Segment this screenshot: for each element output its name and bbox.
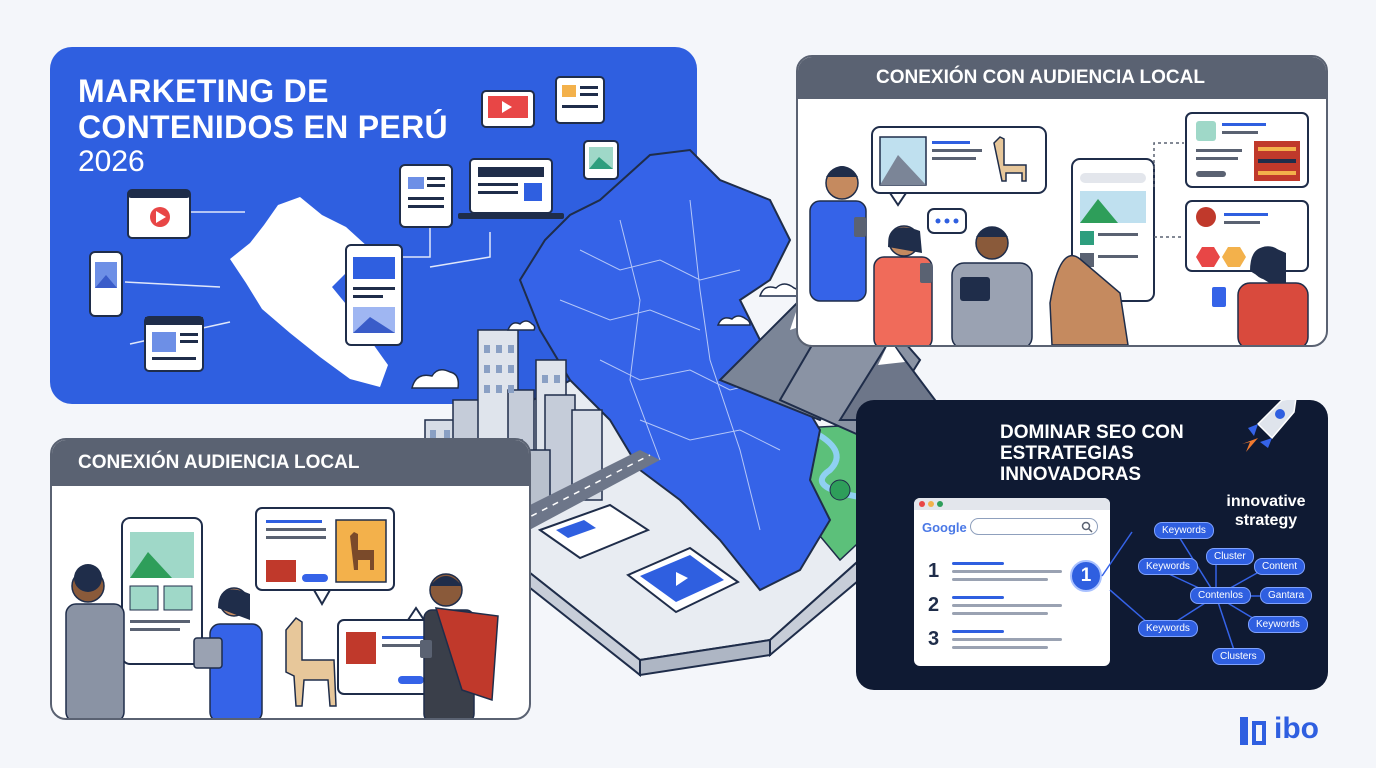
hero-title: MARKETING DE CONTENIDOS EN PERÚ xyxy=(78,73,448,145)
play-icon xyxy=(676,572,688,586)
person-5 xyxy=(65,564,125,718)
mountain-icon xyxy=(880,155,926,185)
platform-video-card xyxy=(626,546,740,614)
hero-year: 2026 xyxy=(78,145,145,178)
local-audience-bottom-panel: CONEXIÓN AUDIENCIA LOCAL xyxy=(50,438,531,720)
top-document-icon xyxy=(555,76,605,124)
person-2 xyxy=(873,225,933,345)
person-7 xyxy=(420,573,499,718)
phone-icon xyxy=(920,263,932,283)
seo-panel: DOMINAR SEO CON ESTRATEGIAS INNOVADORAS … xyxy=(856,400,1328,690)
result-line xyxy=(952,638,1062,641)
innovative-line1: innovative xyxy=(1226,493,1306,510)
innovative-strategy-label: innovative strategy xyxy=(1208,492,1324,530)
local-audience-top-panel: CONEXIÓN CON AUDIENCIA LOCAL xyxy=(796,55,1328,347)
result-line xyxy=(952,604,1062,607)
local-audience-bottom-header: CONEXIÓN AUDIENCIA LOCAL xyxy=(52,440,529,486)
browser-title-bar xyxy=(914,498,1110,510)
keyword-chip: Contenlos xyxy=(1190,587,1252,604)
phone-icon xyxy=(89,251,123,317)
seo-title: DOMINAR SEO CON ESTRATEGIAS INNOVADORAS xyxy=(1000,422,1184,485)
local-audience-bottom-illustration xyxy=(65,507,499,718)
search-brand-logo: Google xyxy=(922,520,967,535)
image-icon xyxy=(589,157,613,169)
result-line xyxy=(952,630,1004,633)
person-4 xyxy=(1212,246,1309,345)
result-line xyxy=(952,596,1004,599)
peru-map-blue xyxy=(518,148,832,592)
top-video-icon xyxy=(481,90,535,128)
tablet-icon xyxy=(121,517,203,665)
phone-icon xyxy=(420,640,432,658)
browser-close-dot xyxy=(919,501,925,507)
person-1 xyxy=(809,166,867,302)
search-input[interactable] xyxy=(970,518,1098,535)
person-6 xyxy=(193,587,263,718)
result-line xyxy=(952,578,1048,581)
chat-icon xyxy=(927,208,967,234)
rocket-icon xyxy=(1242,400,1297,452)
keyword-chip: Keywords xyxy=(1138,620,1198,637)
phone-icon xyxy=(1212,287,1226,307)
keyword-network-lines xyxy=(1101,531,1272,657)
ibo-logo-mark xyxy=(1240,717,1266,745)
result-line xyxy=(952,570,1062,573)
llama-icon xyxy=(993,136,1027,182)
textile-card xyxy=(1185,112,1309,188)
video-window-icon xyxy=(127,189,191,239)
person-3 xyxy=(951,226,1033,345)
hero-title-line1: MARKETING DE xyxy=(78,73,329,109)
seo-title-line3: INNOVADORAS xyxy=(1000,464,1142,485)
llama-icon xyxy=(285,617,337,707)
social-post-card-icon xyxy=(345,244,403,346)
keyword-chip: Clusters xyxy=(1212,648,1265,665)
seo-title-line2: ESTRATEGIAS xyxy=(1000,443,1134,464)
play-icon xyxy=(156,211,166,223)
chat-bubble-mountain-llama xyxy=(871,126,1047,207)
chat-bubble-poncho xyxy=(337,606,439,695)
keyword-chip: Content xyxy=(1254,558,1306,575)
keyword-chip: Keywords xyxy=(1248,616,1308,633)
cloud-icon xyxy=(411,283,800,389)
seo-title-line1: DOMINAR SEO CON xyxy=(1000,422,1184,443)
top-rank-badge: 1 xyxy=(1070,560,1102,592)
tablet-icon xyxy=(960,277,990,301)
result-line xyxy=(952,646,1048,649)
browser-maximize-dot xyxy=(937,501,943,507)
platform-document-card xyxy=(537,503,651,560)
hero-illustration xyxy=(89,76,619,387)
rank-number-1: 1 xyxy=(928,560,940,582)
chat-bubble-textile xyxy=(255,507,395,607)
local-audience-top-illustration xyxy=(809,112,1309,345)
result-line xyxy=(952,562,1004,565)
browser-minimize-dot xyxy=(928,501,934,507)
local-audience-top-header: CONEXIÓN CON AUDIENCIA LOCAL xyxy=(798,57,1326,99)
keyword-chip: Keywords xyxy=(1154,522,1214,539)
search-icon xyxy=(1081,521,1093,533)
tablet-icon xyxy=(399,164,453,228)
ibo-logo-text: ibo xyxy=(1274,712,1319,745)
keyword-chip: Cluster xyxy=(1206,548,1254,565)
result-line xyxy=(952,612,1048,615)
document-card-icon xyxy=(144,316,204,372)
innovative-line2: strategy xyxy=(1234,512,1298,529)
hero-title-line2: CONTENIDOS EN PERÚ xyxy=(78,109,448,145)
image-card-icon xyxy=(583,140,619,180)
phone-icon xyxy=(854,217,866,237)
rank-number-3: 3 xyxy=(928,628,940,650)
laptop-icon xyxy=(458,158,564,219)
hand-icon xyxy=(1049,254,1129,345)
llama-icon xyxy=(350,532,374,570)
tablet-icon xyxy=(193,637,223,669)
rank-number-2: 2 xyxy=(928,594,940,616)
pattern-card xyxy=(1185,200,1309,272)
keyword-chip: Gantara xyxy=(1260,587,1313,604)
play-icon xyxy=(502,101,512,113)
keyword-chip: Keywords xyxy=(1138,558,1198,575)
